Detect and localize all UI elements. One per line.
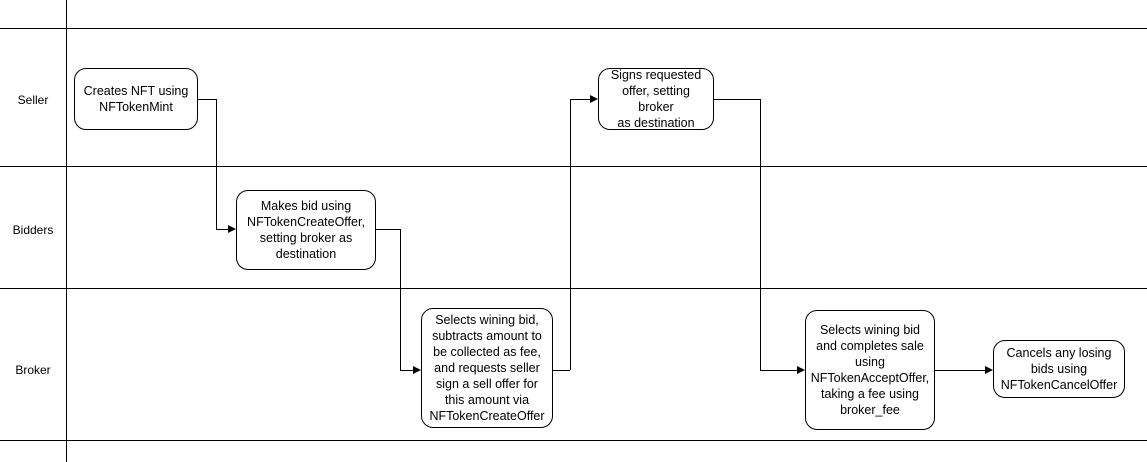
edge-segment [198,99,216,100]
edge-segment [400,370,413,371]
lane-label-bidders: Bidders [12,223,54,237]
edge-segment [760,99,761,370]
arrowhead-icon [590,95,598,103]
process-node-makes-bid[interactable]: Makes bid using NFTokenCreateOffer, sett… [236,190,376,270]
process-node-cancels-losing-bids[interactable]: Cancels any losing bids using NFTokenCan… [993,340,1125,398]
edge-segment [760,370,797,371]
lane-label-seller: Seller [17,93,49,107]
edge-segment [935,370,985,371]
edge-segment [216,99,217,229]
arrowhead-icon [228,225,236,233]
edge-segment [553,370,570,371]
lane-separator-line-1 [0,166,1147,167]
arrowhead-icon [413,366,421,374]
edge-segment [376,229,400,230]
process-node-create-nft[interactable]: Creates NFT using NFTokenMint [74,68,198,130]
lane-separator-line-2 [0,288,1147,289]
lane-label-broker: Broker [15,363,51,377]
process-node-completes-sale[interactable]: Selects wining bid and completes sale us… [805,310,935,430]
edge-segment [570,99,571,370]
edge-segment [714,99,760,100]
edge-segment [400,229,401,370]
arrowhead-icon [985,366,993,374]
lane-separator-line-bottom [0,440,1147,441]
process-node-signs-requested-offer[interactable]: Signs requested offer, setting broker as… [598,68,714,130]
edge-segment [216,229,228,230]
arrowhead-icon [797,366,805,374]
process-node-selects-wining-bid-fee[interactable]: Selects wining bid, subtracts amount to … [421,308,553,428]
lane-header-divider [66,0,67,462]
lane-separator-line-top [0,28,1147,29]
edge-segment [570,99,590,100]
